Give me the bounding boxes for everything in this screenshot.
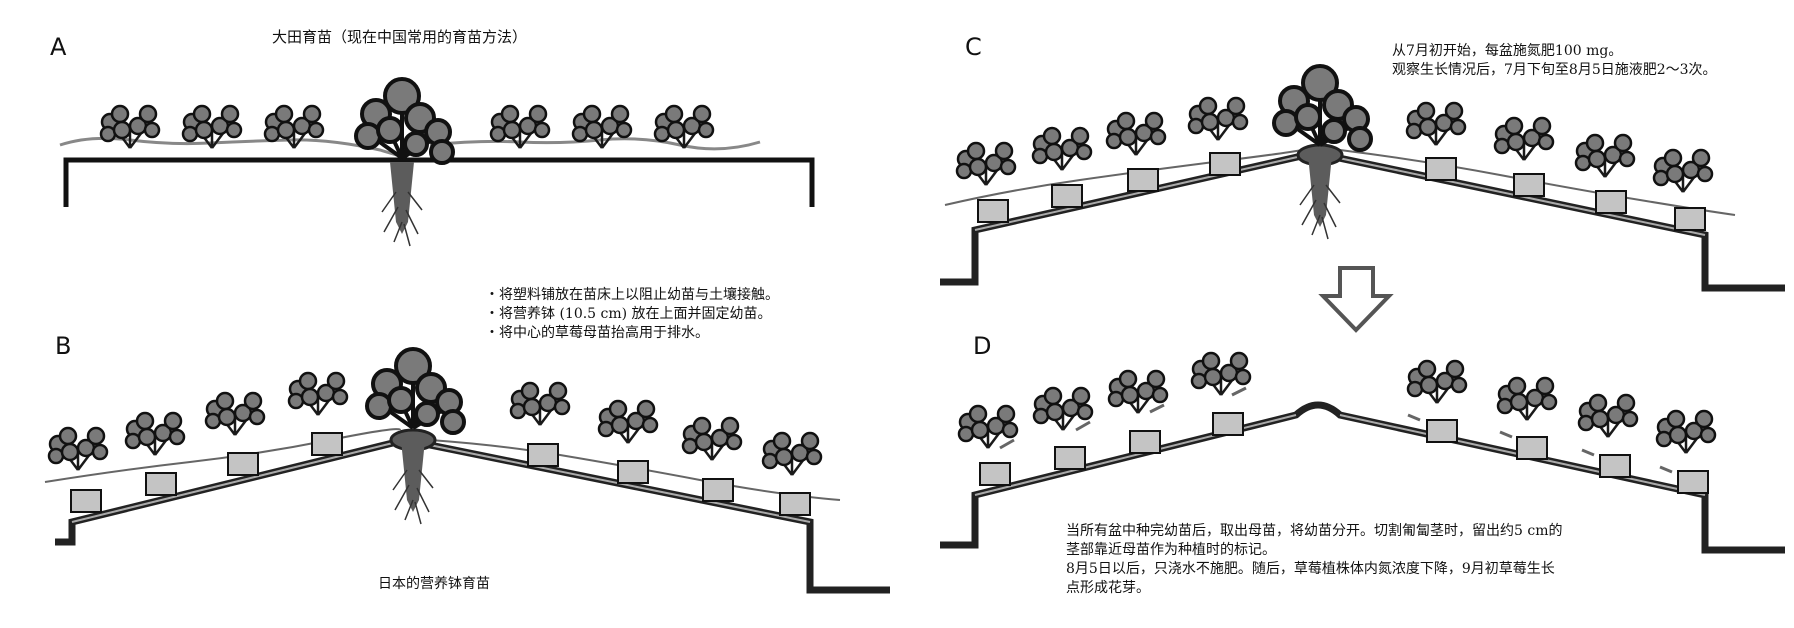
nursery-pot-icon: [1054, 446, 1086, 470]
nursery-pot-icon: [977, 199, 1009, 223]
strawberry-seedling-icon: [204, 391, 266, 437]
panel-d-notes: 当所有盆中种完幼苗后，取出母苗，将幼苗分开。切割匍匐茎时，留出约5 cm的 茎部…: [1066, 522, 1562, 598]
strawberry-seedling-icon: [509, 381, 571, 427]
strawberry-seedling-icon: [1105, 111, 1167, 157]
nursery-pot-icon: [1595, 190, 1627, 214]
strawberry-seedling-icon: [1187, 96, 1249, 142]
runner-stub: [999, 386, 1673, 474]
mother-root-icon: [392, 439, 434, 525]
nursery-pot-icon: [1127, 168, 1159, 192]
strawberry-seedling-icon: [1655, 409, 1717, 455]
strawberry-seedling-icon: [681, 416, 743, 462]
note-line: 8月5日以后，只浇水不施肥。随后，草莓植株体内氮浓度下降，9月初草莓生长: [1066, 561, 1555, 577]
seedbed-outline: [63, 157, 815, 207]
panel-d-drawing: [940, 351, 1785, 554]
strawberry-seedling-icon: [761, 431, 823, 477]
panel-a-drawing: [59, 77, 815, 247]
note-line: 从7月初开始，每盆施氮肥100 mg。: [1392, 43, 1623, 59]
strawberry-seedling-icon: [287, 371, 349, 417]
nursery-pot-icon: [1212, 412, 1244, 436]
strawberry-seedling-icon: [597, 399, 659, 445]
nursery-pot-icon: [70, 489, 102, 513]
nursery-pot-icon: [1599, 454, 1631, 478]
strawberry-seedling-icon: [1032, 386, 1094, 432]
nursery-pot-icon: [1674, 207, 1706, 231]
nursery-pot-icon: [311, 432, 343, 456]
nursery-pot-icon: [1425, 157, 1457, 181]
note-line: 当所有盆中种完幼苗后，取出母苗，将幼苗分开。切割匍匐茎时，留出约5 cm的: [1066, 523, 1563, 539]
note-line: 点形成花芽。: [1066, 580, 1150, 596]
panel-a-letter: A: [50, 33, 67, 61]
strawberry-seedling-icon: [1652, 148, 1714, 194]
nursery-pot-icon: [145, 472, 177, 496]
strawberry-mother-plant-icon: [1272, 64, 1373, 152]
strawberry-seedling-icon: [1031, 126, 1093, 172]
note-line: ・将塑料铺放在苗床上以阻止幼苗与土壤接触。: [485, 287, 779, 303]
panel-c-notes: 从7月初开始，每盆施氮肥100 mg。 观察生长情况后，7月下旬至8月5日施液肥…: [1392, 42, 1717, 80]
nursery-pot-icon: [1677, 470, 1709, 494]
panel-d-letter: D: [973, 332, 992, 360]
nursery-pot-icon: [527, 443, 559, 467]
strawberry-seedling-icon: [1496, 376, 1558, 422]
strawberry-seedling-icon: [124, 411, 186, 457]
nursery-pot-icon: [1129, 430, 1161, 454]
strawberry-mother-plant-icon: [365, 347, 466, 435]
nursery-pot-icon: [979, 462, 1011, 486]
strawberry-seedling-icon: [955, 141, 1017, 187]
mother-root-icon: [1299, 154, 1341, 240]
note-line: ・将中心的草莓母苗抬高用于排水。: [485, 325, 709, 341]
panel-a-caption: 大田育苗（现在中国常用的育苗方法）: [272, 28, 528, 46]
nursery-pot-icon: [227, 452, 259, 476]
nursery-pot-icon: [617, 460, 649, 484]
strawberry-seedling-icon: [1406, 359, 1468, 405]
panel-c-drawing: [940, 64, 1785, 292]
nursery-pot-icon: [702, 478, 734, 502]
panel-b-notes: ・将塑料铺放在苗床上以阻止幼苗与土壤接触。 ・将营养钵 (10.5 cm) 放在…: [485, 286, 779, 343]
down-arrow-icon: [1318, 266, 1394, 333]
strawberry-seedling-icon: [1577, 393, 1639, 439]
strawberry-mother-plant-icon: [354, 77, 455, 165]
strawberry-seedling-icon: [653, 104, 715, 150]
note-line: 观察生长情况后，7月下旬至8月5日施液肥2～3次。: [1392, 62, 1717, 78]
panel-b-letter: B: [55, 332, 72, 360]
nursery-pot-icon: [1051, 184, 1083, 208]
panel-b-caption: 日本的营养钵育苗: [378, 576, 490, 592]
strawberry-seedling-icon: [47, 426, 109, 472]
nursery-pot-icon: [1426, 419, 1458, 443]
note-line: ・将营养钵 (10.5 cm) 放在上面并固定幼苗。: [485, 306, 772, 322]
strawberry-seedling-icon: [571, 104, 633, 150]
nursery-pot-icon: [779, 492, 811, 516]
note-line: 茎部靠近母苗作为种植时的标记。: [1066, 542, 1276, 558]
mother-root-icon: [381, 161, 423, 247]
nursery-pot-icon: [1209, 152, 1241, 176]
strawberry-seedling-icon: [1574, 133, 1636, 179]
panel-b-drawing: [44, 347, 890, 594]
strawberry-seedling-icon: [1405, 101, 1467, 147]
panel-c-letter: C: [965, 33, 982, 61]
strawberry-seedling-icon: [1493, 116, 1555, 162]
nursery-pot-icon: [1516, 436, 1548, 460]
nursery-pot-icon: [1513, 173, 1545, 197]
